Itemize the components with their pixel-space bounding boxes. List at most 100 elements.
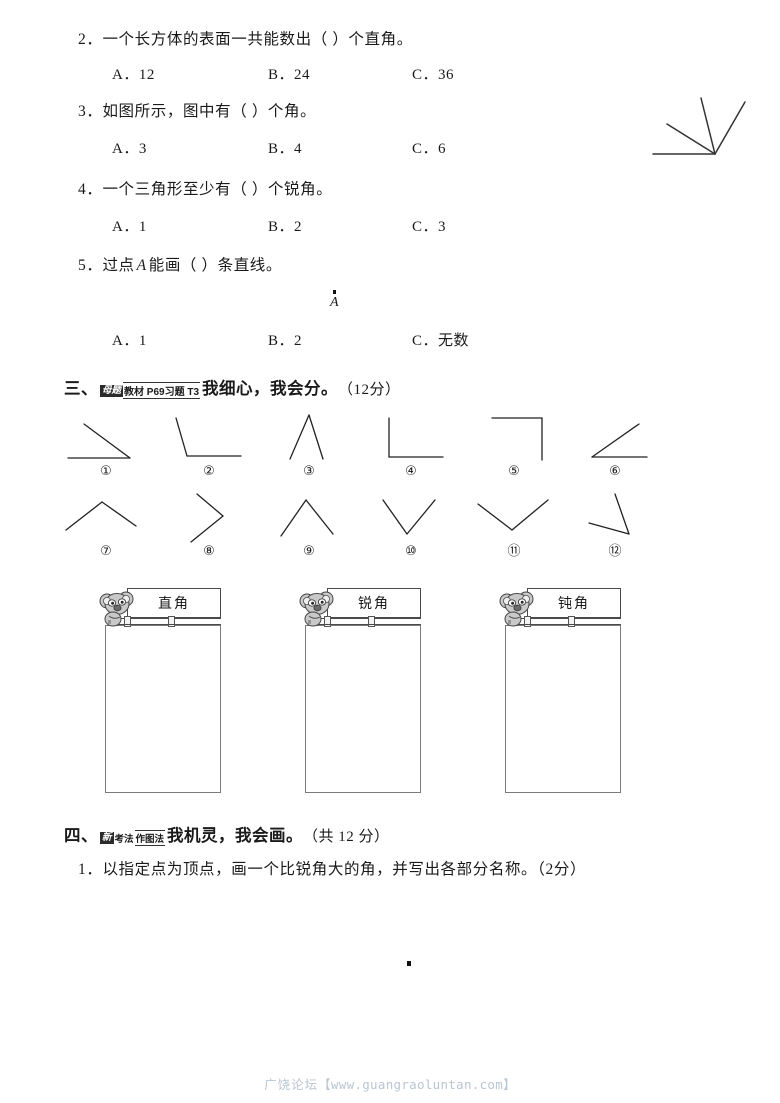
figure-cell-9[interactable]: ⑨ [261, 492, 357, 558]
answer-box-rail [515, 616, 621, 627]
watermark: 广饶论坛【www.guangraoluntan.com】 [0, 1074, 780, 1093]
section-3-badge-text: 教材 P69习题 T3 [123, 382, 201, 400]
figure-cell-2[interactable]: ② [161, 412, 257, 478]
option-value: 3 [138, 141, 147, 157]
question-4-option-c[interactable]: C．3 [412, 220, 446, 235]
question-3-angle-figure [652, 97, 746, 155]
option-key: B． [268, 333, 295, 349]
clip-icon [568, 616, 575, 627]
point-a-marker: A [330, 290, 350, 316]
option-value: 无数 [438, 333, 470, 349]
koala-icon [299, 591, 334, 627]
question-3-option-b[interactable]: B．4 [268, 142, 302, 157]
answer-box-label: 直角 [158, 597, 190, 612]
section-4-header: 四、 新 考法 作图法 我机灵，我会画。 （共 12 分） [64, 822, 390, 847]
figure-label-8: ⑧ [203, 544, 215, 559]
clip-icon [524, 616, 531, 627]
angle-figure-7 [65, 501, 137, 531]
question-3-option-c[interactable]: C．6 [412, 142, 446, 157]
clip-icon [168, 616, 175, 627]
watermark-site-name: 广饶论坛 [264, 1078, 319, 1092]
answer-box-body[interactable] [505, 625, 621, 793]
watermark-url: 【www.guangraoluntan.com】 [318, 1077, 516, 1092]
question-4-option-b[interactable]: B．2 [268, 220, 302, 235]
figure-label-4: ④ [405, 464, 417, 479]
figure-label-12: ⑫ [608, 544, 622, 559]
section-3-title: 我细心，我会分。 [202, 379, 339, 398]
designated-point-dot [407, 961, 411, 966]
option-key: A． [112, 333, 139, 349]
option-key: B． [268, 67, 295, 83]
figure-cell-12[interactable]: ⑫ [567, 492, 663, 558]
figure-cell-11[interactable]: ⑪ [466, 492, 562, 558]
figure-label-7: ⑦ [100, 544, 112, 559]
angle-figure-3 [289, 414, 324, 460]
question-4-stem: 4．一个三角形至少有（ ）个锐角。 [78, 181, 333, 198]
figure-cell-4[interactable]: ④ [363, 412, 459, 478]
question-3-option-a[interactable]: A．3 [112, 142, 147, 157]
figure-label-6: ⑥ [609, 464, 621, 479]
angle-figure-2 [175, 417, 242, 457]
option-value: 24 [294, 67, 311, 83]
section-4-badge: 新 考法 作图法 [100, 829, 166, 846]
koala-icon [499, 591, 534, 627]
figure-label-5: ⑤ [508, 464, 520, 479]
option-value: 1 [138, 333, 147, 349]
point-a-label: A [330, 295, 339, 310]
angle-figure-10 [382, 499, 436, 535]
question-5-point-var: A [136, 257, 147, 274]
option-value: 1 [138, 219, 147, 235]
angle-figure-1 [67, 423, 131, 459]
question-5-option-b[interactable]: B．2 [268, 334, 302, 349]
figure-cell-5[interactable]: ⑤ [466, 412, 562, 478]
section-4-badge-dark: 新 [100, 832, 114, 844]
question-2-stem: 2．一个长方体的表面一共能数出（ ）个直角。 [78, 31, 413, 48]
figure-cell-1[interactable]: ① [58, 412, 154, 478]
option-value: 12 [138, 67, 155, 83]
section-4-badge-mid: 考法 [114, 833, 134, 845]
option-value: 4 [294, 141, 303, 157]
option-value: 2 [294, 219, 303, 235]
answer-box-body[interactable] [105, 625, 221, 793]
question-5-option-a[interactable]: A．1 [112, 334, 147, 349]
angle-figure-9 [280, 499, 334, 537]
answer-box-rail [115, 616, 221, 627]
figure-cell-8[interactable]: ⑧ [161, 492, 257, 558]
clip-icon [124, 616, 131, 627]
option-value: 3 [438, 219, 447, 235]
figure-label-2: ② [203, 464, 215, 479]
option-key: C． [412, 67, 439, 83]
koala-icon [99, 591, 134, 627]
section-4-badge-tail: 作图法 [134, 829, 166, 846]
option-key: A． [112, 219, 139, 235]
angle-figure-5 [491, 417, 543, 461]
clip-icon [324, 616, 331, 627]
question-2-option-a[interactable]: A．12 [112, 68, 155, 83]
option-key: B． [268, 219, 295, 235]
section-4-number: 四、 [64, 826, 98, 845]
section-4-title: 我机灵，我会画。 [167, 826, 304, 845]
figure-label-1: ① [100, 464, 112, 479]
answer-box-label: 锐角 [358, 597, 390, 612]
question-2-option-c[interactable]: C．36 [412, 68, 454, 83]
option-key: A． [112, 141, 139, 157]
question-5-stem-after: 能画（ ）条直线。 [148, 257, 283, 274]
clip-icon [368, 616, 375, 627]
answer-box-sign: 直角 [127, 588, 221, 618]
figure-cell-6[interactable]: ⑥ [567, 412, 663, 478]
section-3-score: （12分） [338, 382, 401, 398]
question-4-option-a[interactable]: A．1 [112, 220, 147, 235]
figure-cell-7[interactable]: ⑦ [58, 492, 154, 558]
angle-figure-11 [477, 499, 549, 531]
figure-cell-10[interactable]: ⑩ [363, 492, 459, 558]
option-key: C． [412, 141, 439, 157]
question-5-option-c[interactable]: C．无数 [412, 334, 469, 349]
question-2-option-b[interactable]: B．24 [268, 68, 310, 83]
figure-cell-3[interactable]: ③ [261, 412, 357, 478]
section-4-score: （共 12 分） [303, 829, 390, 845]
answer-box-sign: 钝角 [527, 588, 621, 618]
option-value: 6 [438, 141, 447, 157]
answer-box-body[interactable] [305, 625, 421, 793]
